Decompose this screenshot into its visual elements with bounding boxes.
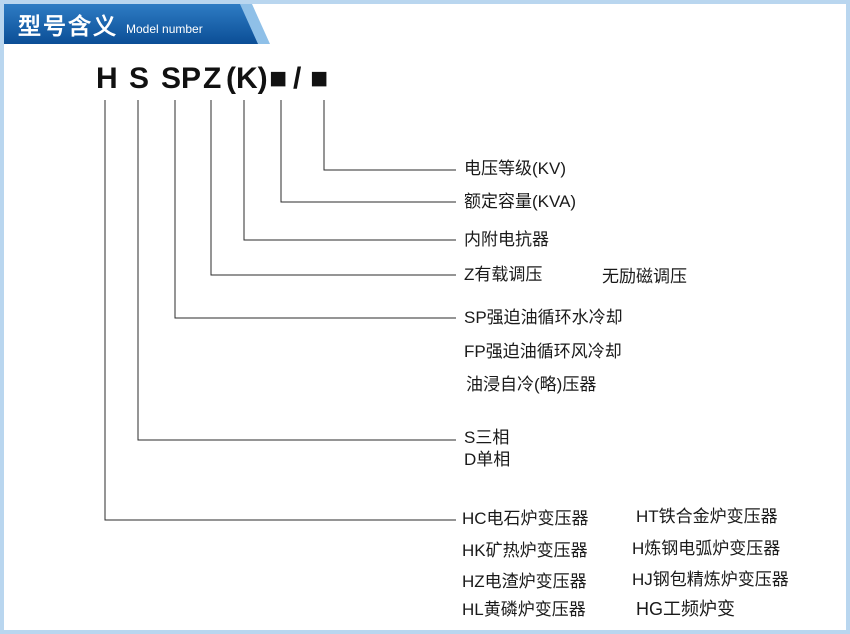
connector-tap — [210, 100, 456, 276]
page-title: 型号含义 — [18, 13, 118, 39]
code-part-cooling: SP — [161, 62, 202, 95]
label-furnace-hj: HJ钢包精炼炉变压器 — [632, 570, 789, 589]
label-builtin-reactor: 内附电抗器 — [464, 230, 549, 249]
connector-series — [104, 100, 456, 521]
label-offcircuit-tap: 无励磁调压 — [602, 267, 687, 286]
code-part-voltage-mark: ■ — [310, 62, 329, 95]
label-furnace-ht: HT铁合金炉变压器 — [636, 507, 778, 526]
code-part-phase: S — [129, 62, 150, 95]
code-part-reactor: (K) — [226, 62, 268, 95]
connector-reactor — [243, 100, 456, 241]
label-cooling-oil: 油浸自冷(略)压器 — [466, 375, 597, 394]
label-phase-three: S三相 — [464, 428, 510, 447]
code-part-slash: / — [293, 62, 302, 95]
label-furnace-h: H炼钢电弧炉变压器 — [632, 539, 781, 558]
label-rated-capacity: 额定容量(KVA) — [464, 192, 577, 211]
label-furnace-hg: HG工频炉变 — [636, 599, 735, 619]
code-part-series: H — [96, 62, 118, 95]
label-cooling-fp: FP强迫油循环风冷却 — [464, 342, 622, 361]
connector-capacity — [280, 100, 456, 203]
connector-cooling — [174, 100, 456, 319]
label-voltage-class: 电压等级(KV) — [464, 159, 566, 178]
label-furnace-hl: HL黄磷炉变压器 — [462, 600, 586, 619]
label-phase-single: D单相 — [464, 450, 511, 469]
code-part-capacity-mark: ■ — [269, 62, 288, 95]
header-banner: 型号含义 Model number — [4, 4, 258, 44]
label-onload-tap: Z有载调压 — [464, 265, 543, 284]
code-part-tap: Z — [203, 62, 222, 95]
page-subtitle: Model number — [126, 22, 203, 36]
label-furnace-hc: HC电石炉变压器 — [462, 509, 589, 528]
label-furnace-hk: HK矿热炉变压器 — [462, 541, 588, 560]
connector-phase — [137, 100, 456, 441]
connector-voltage — [323, 100, 456, 171]
label-cooling-sp: SP强迫油循环水冷却 — [464, 308, 623, 327]
label-furnace-hz: HZ电渣炉变压器 — [462, 572, 587, 591]
